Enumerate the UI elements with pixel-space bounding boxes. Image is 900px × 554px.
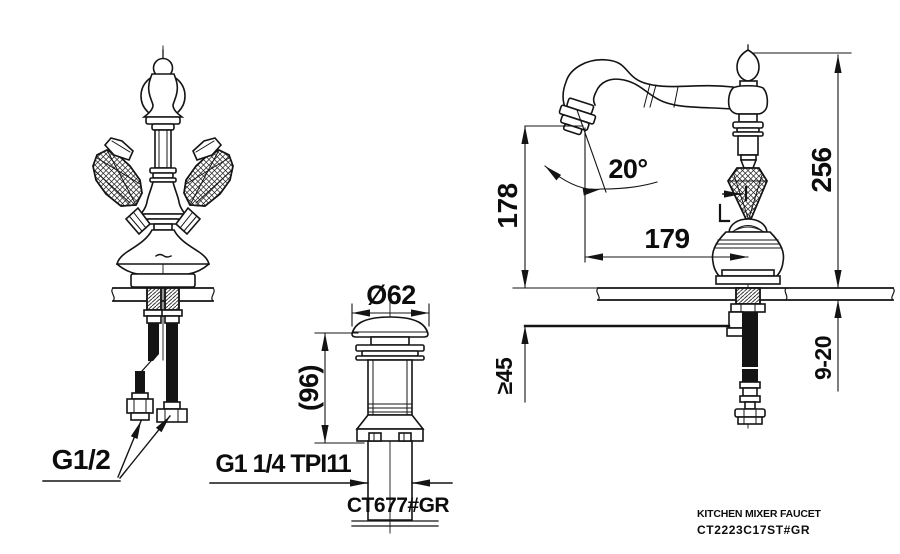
cap-diameter-label: Ø62 bbox=[366, 280, 416, 310]
drain-height-label: (96) bbox=[293, 365, 324, 412]
min-clearance-label: ≥45 bbox=[490, 357, 517, 395]
side-view-faucet bbox=[512, 44, 895, 429]
spout-angle-label: 20° bbox=[608, 154, 648, 184]
spout-height-label: 178 bbox=[492, 183, 523, 229]
spout-reach-label: 179 bbox=[644, 223, 690, 254]
model-code-title: CT2223C17ST#GR bbox=[697, 523, 811, 537]
front-view-faucet bbox=[42, 45, 234, 482]
product-name-title: KITCHEN MIXER FAUCET bbox=[697, 508, 821, 520]
deck-thickness-label: 9-20 bbox=[809, 335, 836, 381]
supply-thread-label: G1/2 bbox=[51, 444, 111, 475]
drain-fitting-detail bbox=[209, 302, 453, 534]
total-height-label: 256 bbox=[806, 147, 837, 193]
drain-model-label: CT677#GR bbox=[346, 494, 450, 517]
drain-thread-label: G1 1/4 TPI11 bbox=[215, 450, 351, 478]
